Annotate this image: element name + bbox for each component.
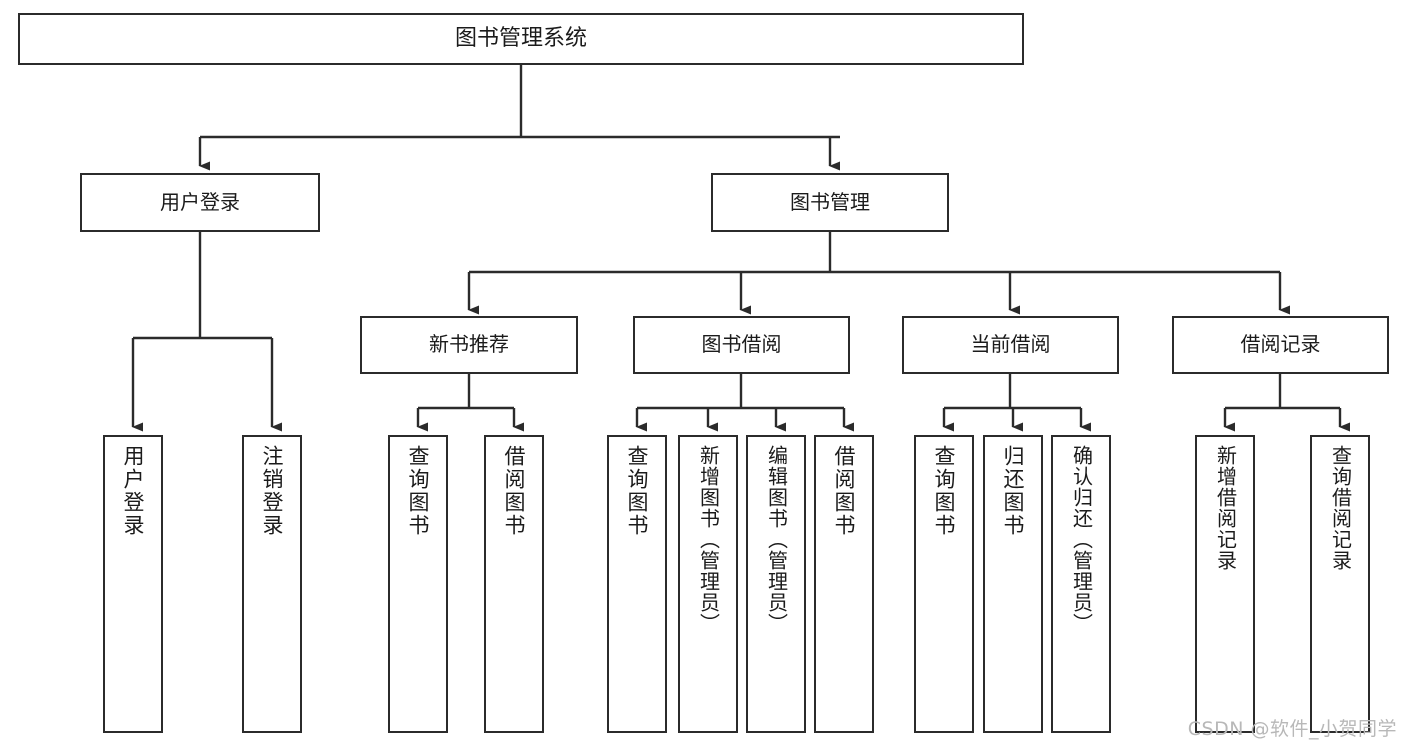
leaf-user-login-login[interactable]: 用户登录 bbox=[103, 435, 163, 733]
node-book-borrow[interactable]: 图书借阅 bbox=[633, 316, 850, 374]
node-label: 图书管理 bbox=[790, 189, 870, 214]
watermark: CSDN @软件_小贺同学 bbox=[1187, 718, 1397, 740]
node-label: 借阅图书 bbox=[832, 445, 857, 537]
node-label: 查询图书 bbox=[406, 445, 431, 537]
node-book-management[interactable]: 图书管理 bbox=[711, 173, 949, 232]
node-borrow-records[interactable]: 借阅记录 bbox=[1172, 316, 1389, 374]
leaf-user-login-logout[interactable]: 注销登录 bbox=[242, 435, 302, 733]
node-label: 新增图书（管理员） bbox=[696, 445, 721, 634]
node-label: 注销登录 bbox=[260, 445, 285, 537]
node-label: 编辑图书（管理员） bbox=[764, 445, 789, 634]
node-label: 图书管理系统 bbox=[454, 25, 587, 51]
node-label: 用户登录 bbox=[160, 189, 240, 214]
node-label: 当前借阅 bbox=[970, 332, 1051, 357]
leaf-borrow-record-add[interactable]: 新增借阅记录 bbox=[1195, 435, 1255, 733]
leaf-new-book-query[interactable]: 查询图书 bbox=[388, 435, 448, 733]
node-label: 新增借阅记录 bbox=[1213, 445, 1238, 571]
leaf-book-borrow-borrow[interactable]: 借阅图书 bbox=[814, 435, 874, 733]
leaf-new-book-borrow[interactable]: 借阅图书 bbox=[484, 435, 544, 733]
node-label: 查询图书 bbox=[625, 445, 650, 537]
node-label: 图书借阅 bbox=[701, 332, 782, 357]
leaf-book-borrow-edit[interactable]: 编辑图书（管理员） bbox=[746, 435, 806, 733]
node-label: 借阅记录 bbox=[1240, 332, 1321, 357]
node-label: 借阅图书 bbox=[502, 445, 527, 537]
leaf-current-borrow-return[interactable]: 归还图书 bbox=[983, 435, 1043, 733]
node-label: 确认归还（管理员） bbox=[1069, 445, 1094, 634]
leaf-current-borrow-query[interactable]: 查询图书 bbox=[914, 435, 974, 733]
node-new-book-recommend[interactable]: 新书推荐 bbox=[360, 316, 578, 374]
node-label: 查询借阅记录 bbox=[1328, 445, 1353, 571]
node-label: 查询图书 bbox=[932, 445, 957, 537]
node-current-borrow[interactable]: 当前借阅 bbox=[902, 316, 1119, 374]
leaf-book-borrow-add[interactable]: 新增图书（管理员） bbox=[678, 435, 738, 733]
node-label: 用户登录 bbox=[121, 445, 146, 537]
leaf-current-borrow-confirm-return[interactable]: 确认归还（管理员） bbox=[1051, 435, 1111, 733]
leaf-book-borrow-query[interactable]: 查询图书 bbox=[607, 435, 667, 733]
node-label: 归还图书 bbox=[1001, 445, 1026, 537]
node-user-login[interactable]: 用户登录 bbox=[80, 173, 320, 232]
node-label: 新书推荐 bbox=[429, 332, 509, 357]
leaf-borrow-record-query[interactable]: 查询借阅记录 bbox=[1310, 435, 1370, 733]
node-root-system[interactable]: 图书管理系统 bbox=[18, 13, 1024, 65]
